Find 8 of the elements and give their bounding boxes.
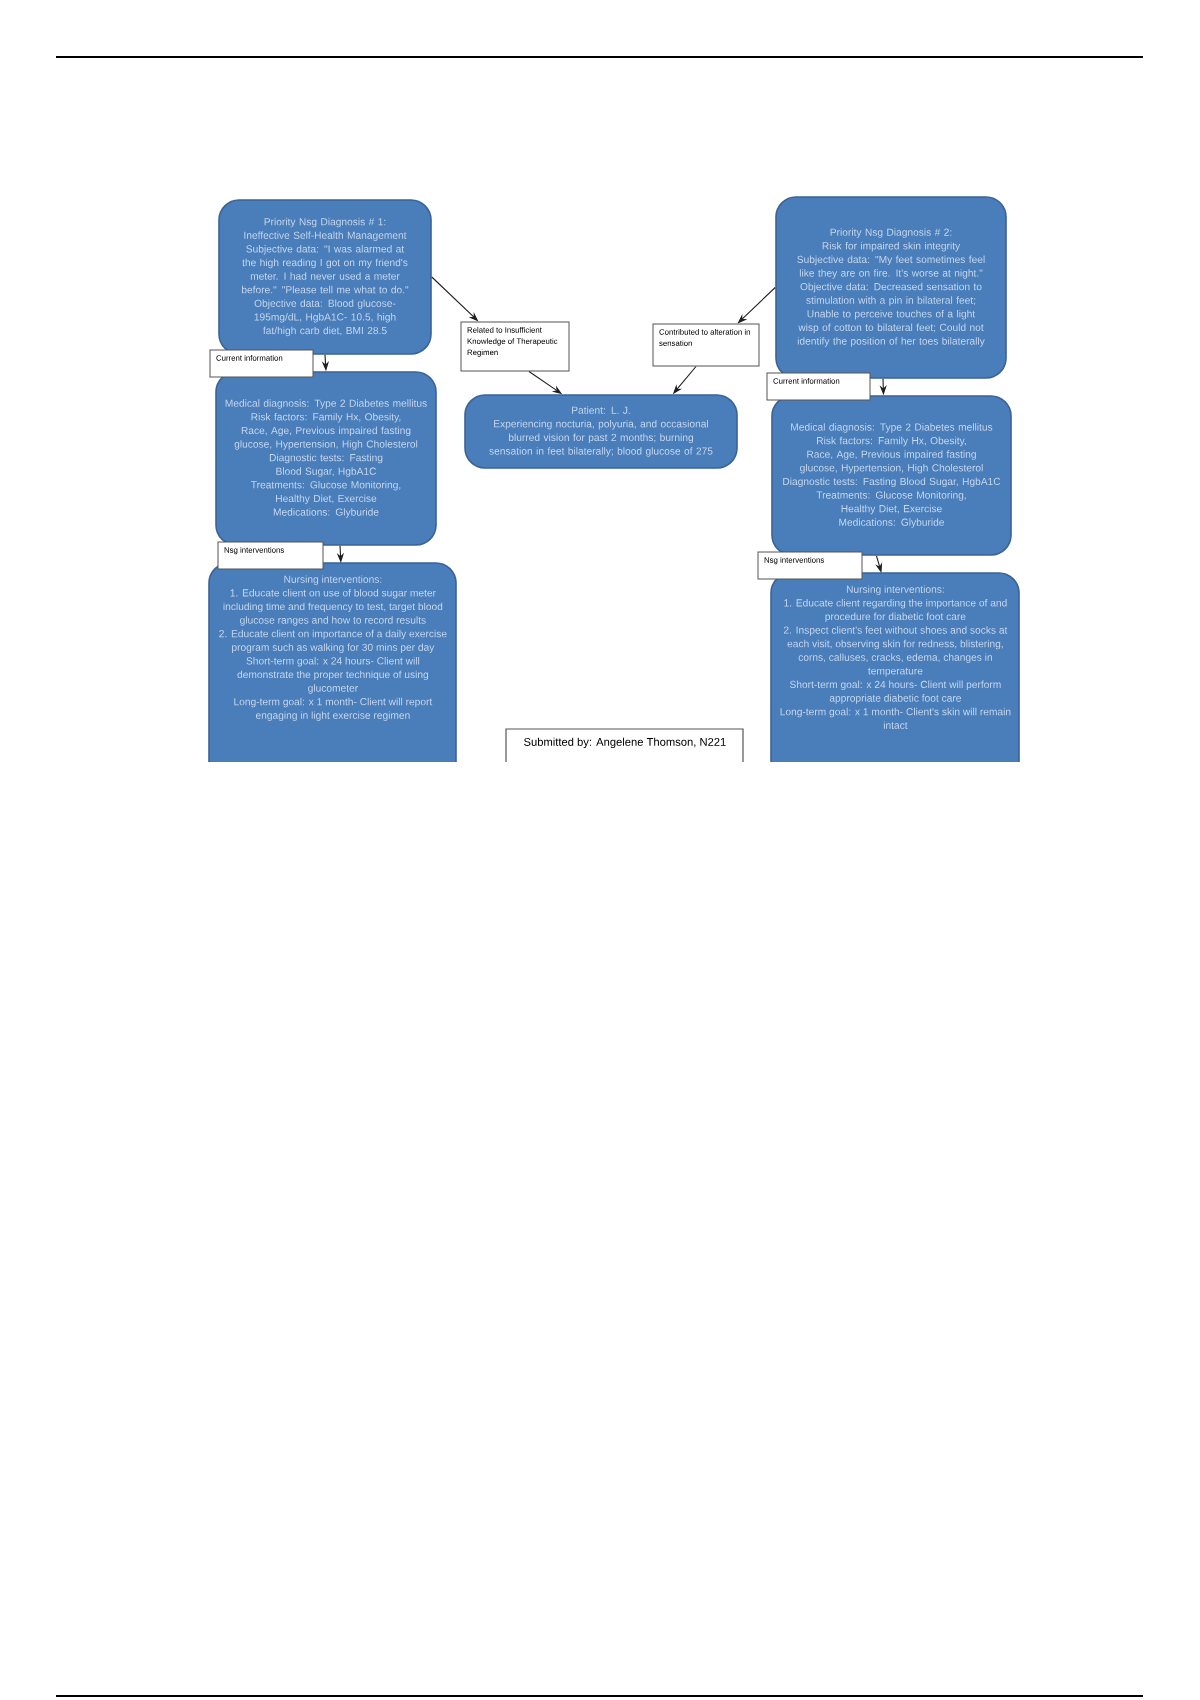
patient-box: Patient: L. J. Experiencing nocturia, polyuria, and occasional blurred vision for past 2 months; burning sensation in feet bilaterally; blood glucose of 275 bbox=[464, 394, 738, 469]
interventions-box: Nursing interventions: 1. Educate client regarding the importance of and procedure for diabetic foot care 2. Inspect client's feet without shoes and socks at each visit, observing skin for redness, blistering, corns, calluses, cracks, edema, changes in temperature Short-term goal: x 24 hours- Client will perform appropriate diabetic foot care Long-term goal: x 1 month- Client's skin will remain intact bbox=[770, 572, 1020, 762]
diagnosis-box: Priority Nsg Diagnosis # 1: Ineffective Self-Health Management Subjective data: "I was alarmed at the high reading I got on my friend's meter. I had never used a meter before." "Please tell me what to do." Objective data: Blood glucose-195mg/dL, HgbA1C- 10.5, high fat/high carb diet, BMI 28.5 bbox=[218, 199, 432, 355]
diagnosis-box: Priority Nsg Diagnosis # 2: Risk for impaired skin integrity Subjective data: "My feet sometimes feel like they are on fire. It's worse at night." Objective data: Decreased sensation to stimulation with a pin in bilateral feet; Unable to perceive touches of a light wisp of cotton to bilateral feet; Could not identify the position of her toes bilaterally bbox=[775, 196, 1007, 379]
information-box: Medical diagnosis: Type 2 Diabetes mellitus Risk factors: Family Hx, Obesity, Race, Age, Previous impaired fasting glucose, Hypertension, High Cholesterol Diagnostic tests: Fasting Blood Sugar, HgbA1C Treatments: Glucose Monitoring, Healthy Diet, Exercise Medications: Glyburide bbox=[771, 395, 1012, 556]
interventions-box: Nursing interventions: 1. Educate client on use of blood sugar meter including time and frequency to test, target blood glucose ranges and how to record results 2. Educate client on importance of a daily exercise program such as walking for 30 mins per day Short-term goal: x 24 hours- Client will demonstrate the proper technique of using glucometer Long-term goal: x 1 month- Client will report engaging in light exercise regimen bbox=[208, 562, 457, 762]
information-box: Medical diagnosis: Type 2 Diabetes mellitus Risk factors: Family Hx, Obesity, Race, Age, Previous impaired fasting glucose, Hypertension, High Cholesterol Diagnostic tests: Fasting Blood Sugar, HgbA1C Treatments: Glucose Monitoring, Healthy Diet, Exercise Medications: Glyburide bbox=[215, 371, 437, 546]
signature-box: Submitted by: Angelene Thomson, N221 bbox=[505, 728, 744, 762]
